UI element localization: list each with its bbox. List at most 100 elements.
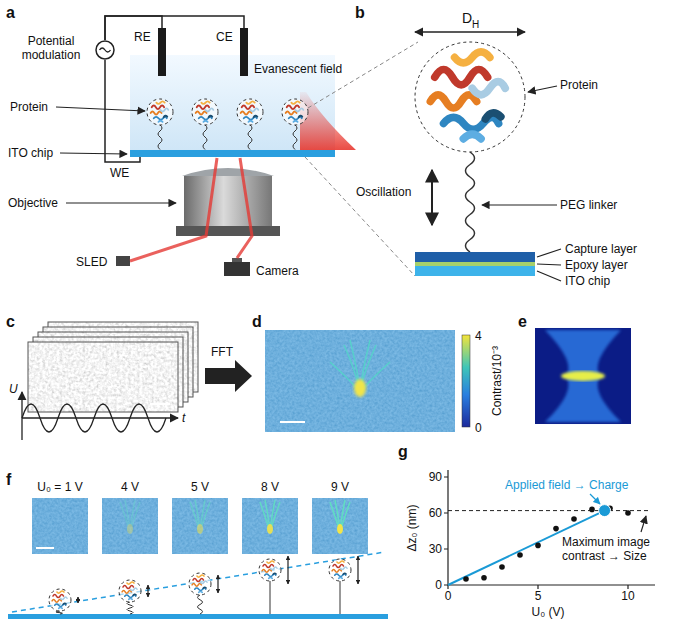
text-slot: U₀ (V) bbox=[508, 605, 588, 619]
panel-letter: b bbox=[355, 3, 365, 22]
text-slot: FFT bbox=[211, 345, 233, 359]
text-slot: H bbox=[472, 19, 479, 31]
electrode: RE bbox=[158, 28, 166, 76]
text-slot: ITO chip bbox=[8, 146, 53, 160]
text-slot: SLED bbox=[76, 255, 107, 269]
text-slot: 9 V bbox=[305, 480, 375, 494]
label: WE bbox=[110, 166, 129, 180]
node-label: RE bbox=[134, 30, 151, 44]
label: FFT bbox=[211, 345, 233, 359]
panel-letter: c bbox=[6, 312, 15, 331]
panel-letter: f bbox=[6, 470, 11, 489]
label: Camera bbox=[256, 264, 299, 278]
text-slot: D bbox=[462, 10, 472, 27]
text-slot: Capture layer bbox=[565, 242, 637, 256]
label: U₀ = 1 V bbox=[25, 480, 95, 494]
text-slot: Epoxy layer bbox=[565, 258, 628, 272]
text-slot: a bbox=[6, 3, 15, 22]
label: 90 bbox=[418, 470, 442, 484]
text-slot: U bbox=[9, 382, 18, 396]
text-slot: Evanescent field bbox=[254, 62, 342, 76]
text-slot: 5 V bbox=[165, 480, 235, 494]
text-slot: Maximum image contrast → Size bbox=[562, 535, 670, 563]
label: PEG linker bbox=[560, 198, 617, 212]
label: 0 bbox=[475, 421, 482, 435]
text-slot: 8 V bbox=[235, 480, 305, 494]
panel-letter: g bbox=[398, 442, 408, 461]
panel-g-art bbox=[444, 470, 655, 589]
panel-letter: d bbox=[252, 312, 262, 331]
text-slot: 30 bbox=[418, 542, 442, 556]
text-slot: Oscillation bbox=[356, 185, 411, 199]
label: Δz₀ (nm) bbox=[405, 488, 419, 568]
wire bbox=[105, 16, 162, 40]
label: Epoxy layer bbox=[565, 258, 628, 272]
label: 0 bbox=[436, 589, 460, 603]
text-slot: 60 bbox=[418, 506, 442, 520]
text-slot: 5 bbox=[526, 589, 550, 603]
text-slot: Objective bbox=[8, 196, 58, 210]
label: Capture layer bbox=[565, 242, 637, 256]
text-slot: e bbox=[518, 312, 527, 331]
text-slot: U₀ = 1 V bbox=[25, 480, 95, 494]
panel-letter: e bbox=[518, 312, 527, 331]
text-slot: c bbox=[6, 312, 15, 331]
node-label: Potential modulation bbox=[11, 34, 91, 62]
label: U bbox=[9, 382, 18, 396]
label: 10 bbox=[616, 589, 640, 603]
text-slot: 10 bbox=[616, 589, 640, 603]
text-slot: Contrast/10⁻³ bbox=[490, 331, 504, 431]
text-slot: Applied field → Charge bbox=[505, 478, 628, 492]
label: Protein bbox=[10, 100, 48, 114]
text-slot: Camera bbox=[256, 264, 299, 278]
label: ITO chip bbox=[8, 146, 53, 160]
label: 9 V bbox=[305, 480, 375, 494]
label: D bbox=[462, 10, 472, 27]
label: 8 V bbox=[235, 480, 305, 494]
label: Oscillation bbox=[356, 185, 411, 199]
panel-a-art bbox=[56, 42, 418, 276]
label: 4 V bbox=[95, 480, 165, 494]
text-slot: t bbox=[182, 411, 185, 425]
label: 0 bbox=[418, 578, 442, 592]
panel-f-art bbox=[8, 498, 388, 619]
electrode: CE bbox=[240, 28, 248, 76]
label: 5 V bbox=[165, 480, 235, 494]
label: Protein bbox=[560, 78, 598, 92]
text-slot: Protein bbox=[10, 100, 48, 114]
label: t bbox=[182, 411, 185, 425]
label: Evanescent field bbox=[254, 62, 342, 76]
voltage-source: Potential modulation bbox=[95, 40, 115, 60]
label: H bbox=[472, 19, 479, 31]
panel-e-art bbox=[535, 328, 631, 424]
text-slot: Δz₀ (nm) bbox=[405, 488, 419, 568]
panel-letter: a bbox=[6, 3, 15, 22]
panel-b-art bbox=[415, 32, 561, 281]
text-slot: b bbox=[355, 3, 365, 22]
label: SLED bbox=[76, 255, 107, 269]
text-slot: 4 V bbox=[95, 480, 165, 494]
text-slot: ITO chip bbox=[565, 274, 610, 288]
text-slot: 90 bbox=[418, 470, 442, 484]
panel-d-art bbox=[265, 330, 470, 432]
label: Contrast/10⁻³ bbox=[490, 331, 504, 431]
text-slot: f bbox=[6, 470, 11, 489]
label: 60 bbox=[418, 506, 442, 520]
label: Objective bbox=[8, 196, 58, 210]
label: 30 bbox=[418, 542, 442, 556]
text-slot: d bbox=[252, 312, 262, 331]
panel-c-art bbox=[22, 322, 252, 440]
text-slot: Protein bbox=[560, 78, 598, 92]
label: U₀ (V) bbox=[508, 605, 588, 619]
label: Applied field → Charge bbox=[505, 478, 628, 492]
label: 4 bbox=[475, 329, 482, 343]
node-label: CE bbox=[216, 30, 233, 44]
text-slot: PEG linker bbox=[560, 198, 617, 212]
label: 5 bbox=[526, 589, 550, 603]
source-symbol bbox=[95, 40, 115, 60]
text-slot: Potential modulation bbox=[11, 34, 91, 62]
text-slot: CE bbox=[216, 30, 233, 44]
